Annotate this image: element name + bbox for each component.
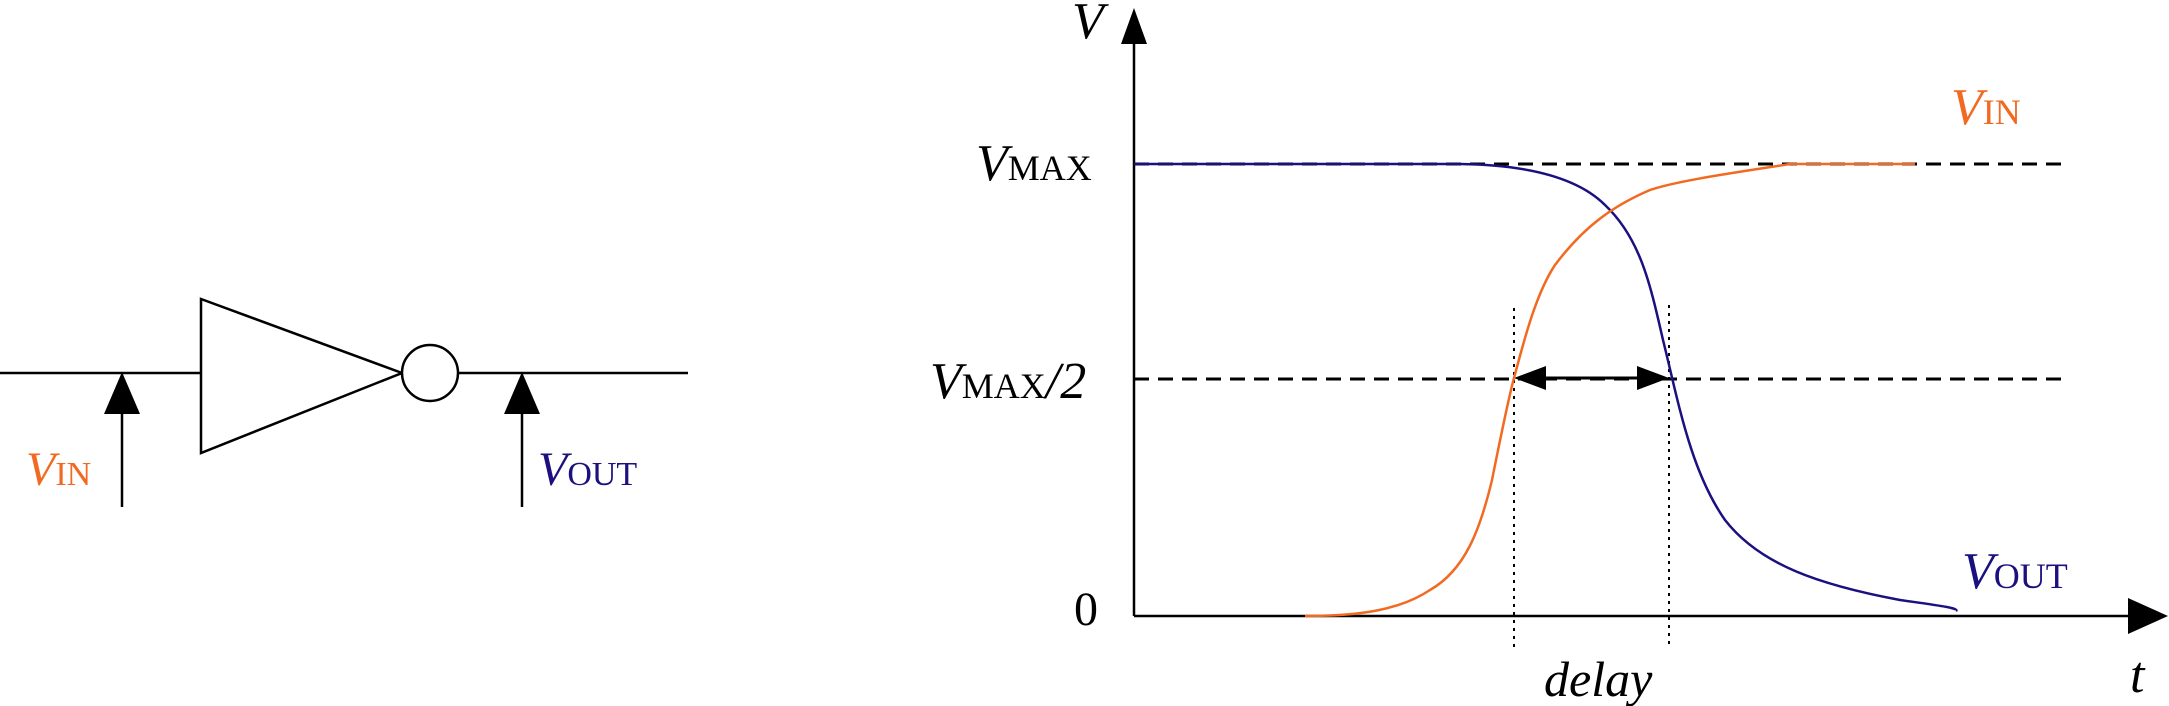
vout-curve [1134,162,1958,613]
y-axis-label: V [1072,0,1109,50]
inverter-triangle [199,297,406,455]
vout-curve-label: VOUT [1962,543,2068,600]
inverter-bubble [400,343,460,403]
vin-arrow [104,372,140,507]
vmax-half-level-label: VMAX/2 [930,353,1086,410]
delay-label: delay [1544,651,1653,706]
x-axis-arrowhead [2128,598,2168,634]
vin-curve [1304,162,1915,618]
x-axis-label: t [2130,647,2146,704]
vout-output-label: VOUT [538,443,637,496]
delay-double-arrow [1514,366,1669,390]
timing-plot: V t VMAX VMAX/2 0 delay VIN VOUT [930,0,2168,706]
vout-arrow [504,372,540,507]
vin-curve-label: VIN [1951,79,2021,136]
y-axis-arrowhead [1121,8,1147,44]
zero-level-label: 0 [1074,583,1098,636]
inverter-schematic: VIN VOUT [0,297,688,507]
vin-input-label: VIN [26,443,91,496]
vmax-level-label: VMAX [976,135,1092,192]
